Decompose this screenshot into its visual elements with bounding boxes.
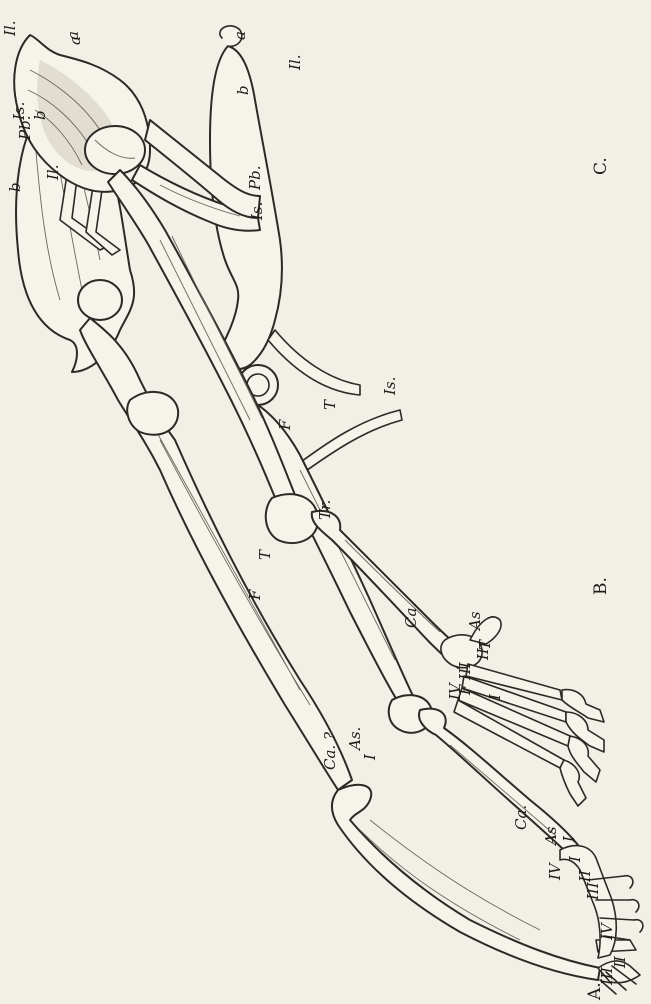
fig-c-label-il: Il.: [1, 21, 19, 38]
fig-a-label-il: Il.: [44, 165, 62, 182]
fig-c-label-is: Is.: [248, 202, 266, 221]
fig-c-label-ca: Ca.: [402, 603, 420, 628]
fig-b-caption: B.: [591, 577, 611, 595]
fig-b-label-il: Il.: [286, 55, 304, 72]
figure-c-phalanges: [560, 690, 604, 806]
fig-c-label-i: I: [486, 693, 504, 701]
fig-b-label-iii: III: [584, 881, 602, 901]
fig-a-label-t: T: [256, 549, 274, 560]
fig-c-label-f: F: [276, 419, 294, 431]
figure-c-hindlimb: [14, 35, 604, 806]
fig-c-label-b: b: [6, 182, 24, 192]
fig-c-label-pb: Pb.: [246, 166, 264, 191]
fig-a-label-ca: Ca. ?: [321, 731, 339, 770]
figure-a-femur: [80, 318, 352, 790]
fig-b-label-as: As: [542, 826, 560, 847]
fig-b-label-ii: II: [576, 869, 594, 883]
fig-c-label-iii: III: [456, 661, 474, 681]
fig-b-label-b: b: [234, 85, 252, 95]
figure-c-acetabulum: [85, 126, 145, 174]
fig-c-label-iv: IV: [446, 681, 464, 701]
fig-a-caption: A.: [585, 982, 605, 1001]
fig-a-label-pb: Pb.: [16, 116, 34, 141]
fig-c-label-ii: II: [474, 647, 492, 661]
fig-a-label-ii: II: [611, 955, 629, 969]
fig-b-label-tr: Tr.: [316, 500, 334, 520]
fig-b-label-iv: IV: [546, 861, 564, 881]
fig-c-label-as: As: [466, 611, 484, 632]
fig-c-label-t: T: [321, 399, 339, 410]
fig-c-caption: C.: [591, 157, 611, 175]
fig-b-label-i: I: [560, 835, 578, 843]
fig-a-label-as: As.: [346, 727, 364, 752]
fig-a-label-i: I: [361, 753, 379, 761]
figure-b-ischium: [268, 330, 360, 395]
fig-c-label-a: a: [64, 31, 82, 40]
fig-b-label-ca: Ca.: [512, 805, 530, 830]
fig-a-label-f: F: [246, 589, 264, 601]
figure-a-tibia: [332, 785, 600, 980]
fig-a-label-iv: IV: [598, 921, 616, 941]
fig-b-label-i-b: I: [566, 855, 584, 863]
fig-b-label-is: Is.: [381, 377, 399, 396]
figure-a-acetabulum: [78, 280, 122, 320]
fig-b-label-a: a: [231, 31, 249, 40]
